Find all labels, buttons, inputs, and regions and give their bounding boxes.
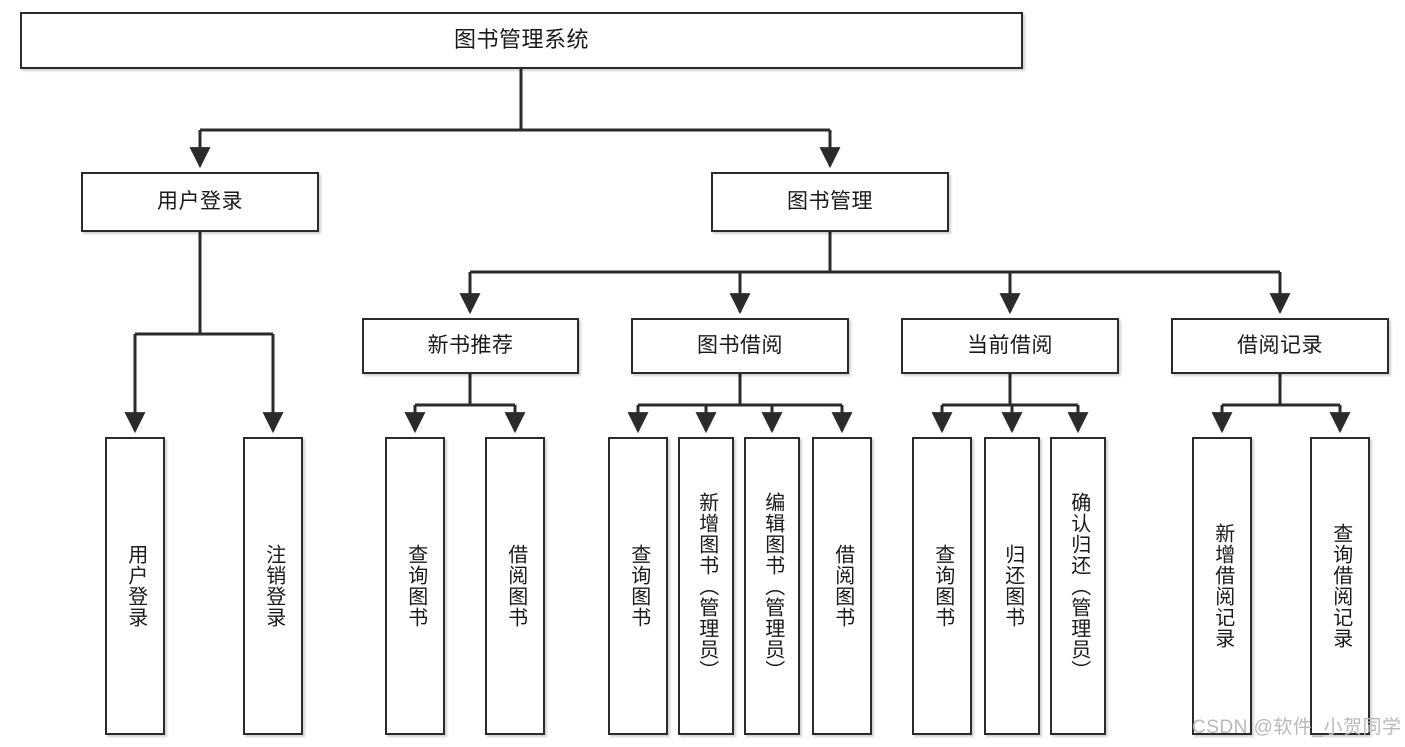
leaf-edit-book-admin-label: 编辑图书（管理员） bbox=[761, 491, 784, 681]
node-root-label: 图书管理系统 bbox=[453, 27, 589, 53]
borrow-connectors bbox=[627, 374, 853, 434]
leaf-add-book-admin-label: 新增图书（管理员） bbox=[695, 491, 718, 681]
node-new-book-recommend-label: 新书推荐 bbox=[427, 334, 514, 358]
leaf-recommend-query-book[interactable]: 查询图书 bbox=[385, 437, 445, 735]
leaf-confirm-return-admin[interactable]: 确认归还（管理员） bbox=[1050, 437, 1106, 735]
leaf-borrow-query-book-label: 查询图书 bbox=[627, 544, 650, 628]
leaf-user-login[interactable]: 用户登录 bbox=[105, 437, 165, 735]
leaf-return-book[interactable]: 归还图书 bbox=[984, 437, 1040, 735]
node-book-borrow[interactable]: 图书借阅 bbox=[631, 318, 849, 374]
leaf-recommend-borrow-book-label: 借阅图书 bbox=[504, 544, 527, 628]
node-book-management[interactable]: 图书管理 bbox=[711, 172, 949, 232]
node-borrow-records[interactable]: 借阅记录 bbox=[1171, 318, 1389, 374]
leaf-user-logout-label: 注销登录 bbox=[262, 544, 285, 628]
leaf-recommend-query-book-label: 查询图书 bbox=[404, 544, 427, 628]
leaf-confirm-return-admin-label: 确认归还（管理员） bbox=[1067, 491, 1090, 681]
leaf-add-book-admin[interactable]: 新增图书（管理员） bbox=[678, 437, 734, 735]
current-connectors bbox=[931, 374, 1089, 434]
leaf-current-query-book[interactable]: 查询图书 bbox=[912, 437, 972, 735]
records-connectors bbox=[1211, 374, 1351, 434]
leaf-edit-book-admin[interactable]: 编辑图书（管理员） bbox=[744, 437, 800, 735]
leaf-recommend-borrow-book[interactable]: 借阅图书 bbox=[485, 437, 545, 735]
leaf-user-logout[interactable]: 注销登录 bbox=[243, 437, 303, 735]
node-new-book-recommend[interactable]: 新书推荐 bbox=[362, 318, 579, 374]
leaf-query-borrow-record-label: 查询借阅记录 bbox=[1329, 523, 1352, 649]
node-book-borrow-label: 图书借阅 bbox=[697, 334, 783, 358]
node-root[interactable]: 图书管理系统 bbox=[20, 12, 1023, 69]
leaf-query-borrow-record[interactable]: 查询借阅记录 bbox=[1310, 437, 1370, 735]
root-connectors bbox=[189, 69, 841, 169]
leaf-current-query-book-label: 查询图书 bbox=[931, 544, 954, 628]
leaf-add-borrow-record-label: 新增借阅记录 bbox=[1211, 523, 1234, 649]
leaf-borrow-book-label: 借阅图书 bbox=[831, 544, 854, 628]
leaf-add-borrow-record[interactable]: 新增借阅记录 bbox=[1192, 437, 1252, 735]
node-borrow-records-label: 借阅记录 bbox=[1237, 334, 1323, 358]
new-books-connectors bbox=[404, 374, 526, 434]
book-mgmt-connectors bbox=[459, 232, 1291, 315]
leaf-borrow-book[interactable]: 借阅图书 bbox=[812, 437, 872, 735]
leaf-return-book-label: 归还图书 bbox=[1001, 544, 1024, 628]
node-current-borrow-label: 当前借阅 bbox=[967, 334, 1053, 358]
leaf-user-login-label: 用户登录 bbox=[124, 544, 147, 628]
node-current-borrow[interactable]: 当前借阅 bbox=[901, 318, 1119, 374]
node-user-login[interactable]: 用户登录 bbox=[81, 172, 319, 232]
node-book-management-label: 图书管理 bbox=[787, 190, 873, 214]
leaf-borrow-query-book[interactable]: 查询图书 bbox=[608, 437, 668, 735]
user-login-connectors bbox=[124, 232, 284, 434]
node-user-login-label: 用户登录 bbox=[157, 190, 243, 214]
